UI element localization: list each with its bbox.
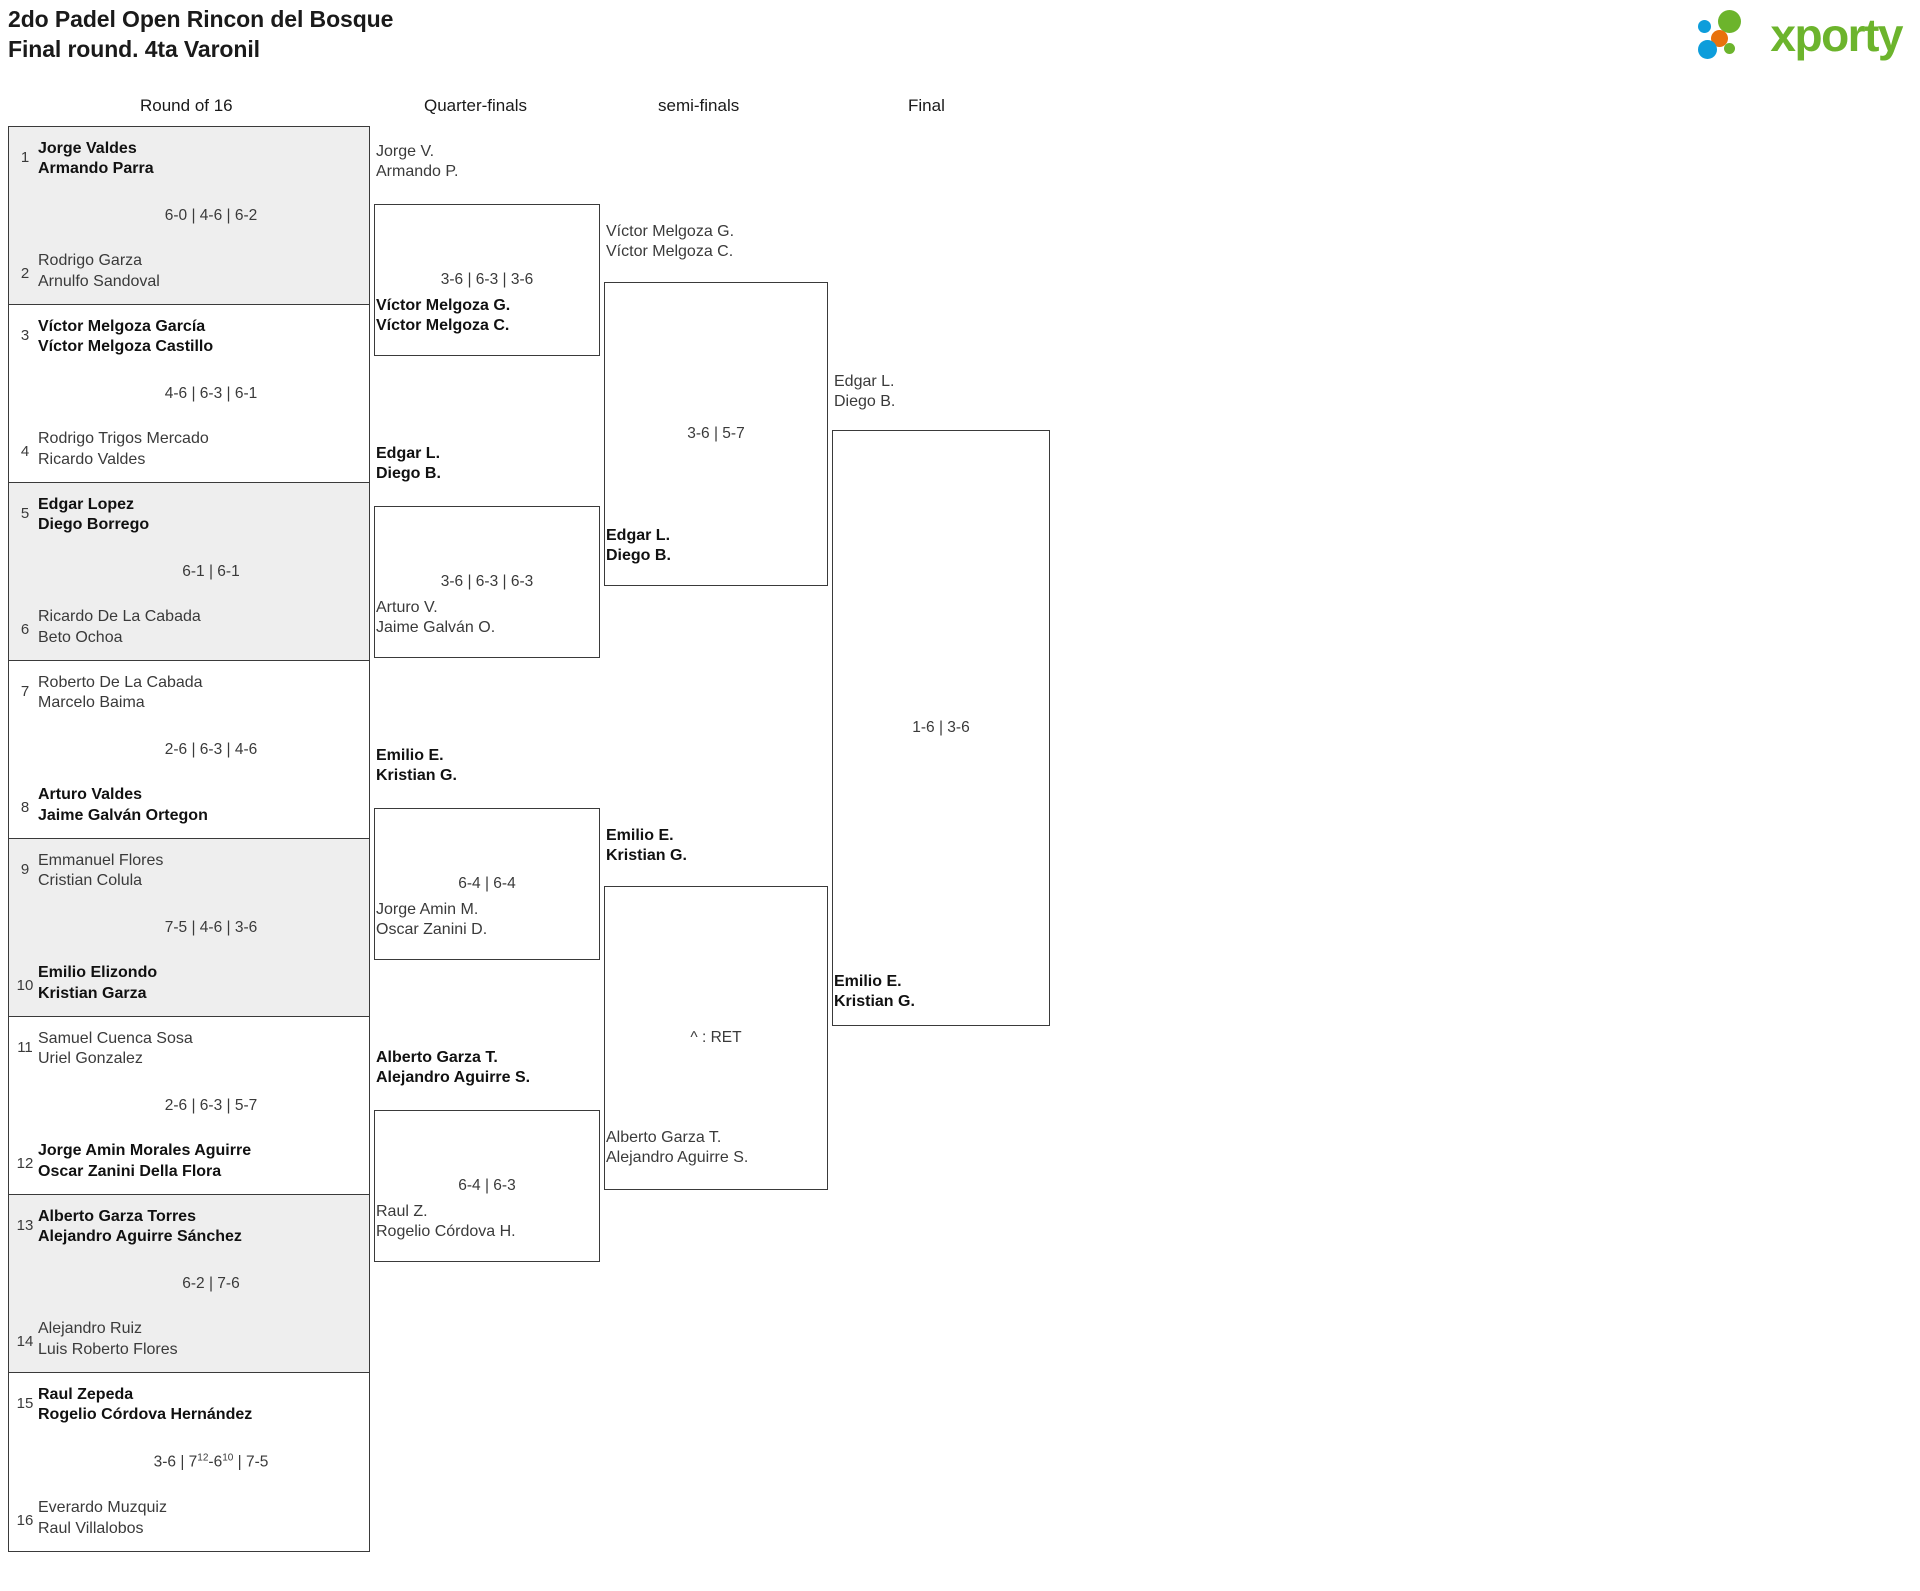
qf-match-2[interactable]: 3-6 | 6-3 | 6-3 <box>374 506 600 658</box>
round-of-16-column: 1 Jorge Valdes Armando Parra 6-0 | 4-6 |… <box>8 126 370 1552</box>
logo-wordmark: xporty <box>1770 9 1903 61</box>
seed-number: 1 <box>20 149 30 166</box>
qf3-team-top: Emilio E. Kristian G. <box>376 747 457 785</box>
seed-number: 8 <box>20 799 30 816</box>
team-bottom: Emilio Elizondo Kristian Garza <box>38 964 158 1002</box>
seed-number: 14 <box>16 1333 34 1350</box>
team-top: Samuel Cuenca Sosa Uriel Gonzalez <box>38 1030 193 1068</box>
team-bottom: Ricardo De La Cabada Beto Ochoa <box>38 608 201 646</box>
xporty-logo: xporty <box>1698 8 1903 62</box>
seed-number: 16 <box>16 1512 34 1529</box>
team-top: Jorge Valdes Armando Parra <box>38 140 154 178</box>
r16-match-5[interactable]: 9 Emmanuel Flores Cristian Colula 7-5 | … <box>9 839 369 1017</box>
qf4-team-bottom: Raul Z. Rogelio Córdova H. <box>376 1203 516 1241</box>
match-score: ^ : RET <box>690 1029 742 1046</box>
sf-match-2[interactable]: ^ : RET <box>604 886 828 1190</box>
seed-number: 11 <box>17 1039 33 1056</box>
match-score: 6-0 | 4-6 | 6-2 <box>164 206 258 224</box>
team-bottom: Rodrigo Garza Arnulfo Sandoval <box>38 252 160 290</box>
round-header-round-of-16: Round of 16 <box>140 96 233 115</box>
match-score: 1-6 | 3-6 <box>912 719 970 736</box>
match-score: 7-5 | 4-6 | 3-6 <box>164 918 258 936</box>
final-team-bottom: Emilio E. Kristian G. <box>834 973 915 1011</box>
match-score: 6-4 | 6-3 <box>458 1177 516 1194</box>
r16-match-7[interactable]: 13 Alberto Garza Torres Alejandro Aguirr… <box>9 1195 369 1373</box>
match-score: 2-6 | 6-3 | 4-6 <box>164 740 258 758</box>
sf-match-1[interactable]: 3-6 | 5-7 <box>604 282 828 586</box>
match-score: 6-4 | 6-4 <box>458 875 516 892</box>
round-header-quarter-finals: Quarter-finals <box>424 96 527 115</box>
seed-number: 3 <box>20 327 30 344</box>
tournament-category: Final round. 4ta Varonil <box>8 36 260 63</box>
match-score: 4-6 | 6-3 | 6-1 <box>164 384 258 402</box>
qf3-team-bottom: Jorge Amin M. Oscar Zanini D. <box>376 901 488 939</box>
match-score: 3-6 | 6-3 | 3-6 <box>440 271 534 288</box>
sf2-team-top: Emilio E. Kristian G. <box>606 827 687 865</box>
seed-number: 10 <box>16 977 34 994</box>
r16-match-6[interactable]: 11 Samuel Cuenca Sosa Uriel Gonzalez 2-6… <box>9 1017 369 1195</box>
seed-number: 15 <box>16 1395 34 1412</box>
sf1-team-bottom: Edgar L. Diego B. <box>606 527 671 565</box>
r16-match-8[interactable]: 15 Raul Zepeda Rogelio Córdova Hernández… <box>9 1373 369 1551</box>
qf-match-1[interactable]: 3-6 | 6-3 | 3-6 <box>374 204 600 356</box>
seed-number: 5 <box>20 505 30 522</box>
logo-dots-icon <box>1698 8 1762 62</box>
final-match[interactable]: 1-6 | 3-6 <box>832 430 1050 1026</box>
match-score: 3-6 | 6-3 | 6-3 <box>440 573 534 590</box>
seed-number: 6 <box>20 621 30 638</box>
qf2-team-bottom: Arturo V. Jaime Galván O. <box>376 599 496 637</box>
qf-match-4[interactable]: 6-4 | 6-3 <box>374 1110 600 1262</box>
page-title: 2do Padel Open Rincon del Bosque Final r… <box>8 4 393 65</box>
team-bottom: Everardo Muzquiz Raul Villalobos <box>38 1499 167 1537</box>
r16-match-2[interactable]: 3 Víctor Melgoza García Víctor Melgoza C… <box>9 305 369 483</box>
qf-match-3[interactable]: 6-4 | 6-4 <box>374 808 600 960</box>
r16-match-3[interactable]: 5 Edgar Lopez Diego Borrego 6-1 | 6-1 6 … <box>9 483 369 661</box>
match-score: 3-6 | 5-7 <box>687 425 745 442</box>
team-top: Víctor Melgoza García Víctor Melgoza Cas… <box>38 318 214 356</box>
team-top: Emmanuel Flores Cristian Colula <box>38 852 164 890</box>
team-bottom: Alejandro Ruiz Luis Roberto Flores <box>38 1320 178 1358</box>
seed-number: 12 <box>16 1155 34 1172</box>
match-score: 6-2 | 7-6 <box>182 1274 240 1292</box>
seed-number: 9 <box>20 861 30 878</box>
team-top: Edgar Lopez Diego Borrego <box>38 496 150 534</box>
team-bottom: Arturo Valdes Jaime Galván Ortegon <box>38 786 208 824</box>
r16-match-4[interactable]: 7 Roberto De La Cabada Marcelo Baima 2-6… <box>9 661 369 839</box>
round-header-final: Final <box>908 96 945 115</box>
team-bottom: Jorge Amin Morales Aguirre Oscar Zanini … <box>38 1142 252 1180</box>
qf4-team-top: Alberto Garza T. Alejandro Aguirre S. <box>376 1049 531 1087</box>
sf1-team-top: Víctor Melgoza G. Víctor Melgoza C. <box>606 223 735 261</box>
team-top: Alberto Garza Torres Alejandro Aguirre S… <box>38 1208 242 1246</box>
seed-number: 7 <box>20 683 30 700</box>
team-top: Raul Zepeda Rogelio Córdova Hernández <box>38 1386 253 1424</box>
round-header-semi-finals: semi-finals <box>658 96 740 115</box>
tournament-name: 2do Padel Open Rincon del Bosque <box>8 6 394 32</box>
r16-match-1[interactable]: 1 Jorge Valdes Armando Parra 6-0 | 4-6 |… <box>9 127 369 305</box>
qf1-team-top: Jorge V. Armando P. <box>376 143 459 181</box>
seed-number: 13 <box>16 1217 34 1234</box>
match-score: 6-1 | 6-1 <box>182 562 240 580</box>
sf2-team-bottom: Alberto Garza T. Alejandro Aguirre S. <box>606 1129 749 1167</box>
match-score: 2-6 | 6-3 | 5-7 <box>164 1096 258 1114</box>
qf2-team-top: Edgar L. Diego B. <box>376 445 441 483</box>
team-bottom: Rodrigo Trigos Mercado Ricardo Valdes <box>38 430 209 468</box>
qf1-team-bottom: Víctor Melgoza G. Víctor Melgoza C. <box>376 297 511 335</box>
seed-number: 4 <box>20 443 30 460</box>
team-top: Roberto De La Cabada Marcelo Baima <box>38 674 203 712</box>
final-team-top: Edgar L. Diego B. <box>834 373 896 411</box>
seed-number: 2 <box>20 265 30 282</box>
match-score: 3-6 | 712-610 | 7-5 <box>153 1452 269 1471</box>
